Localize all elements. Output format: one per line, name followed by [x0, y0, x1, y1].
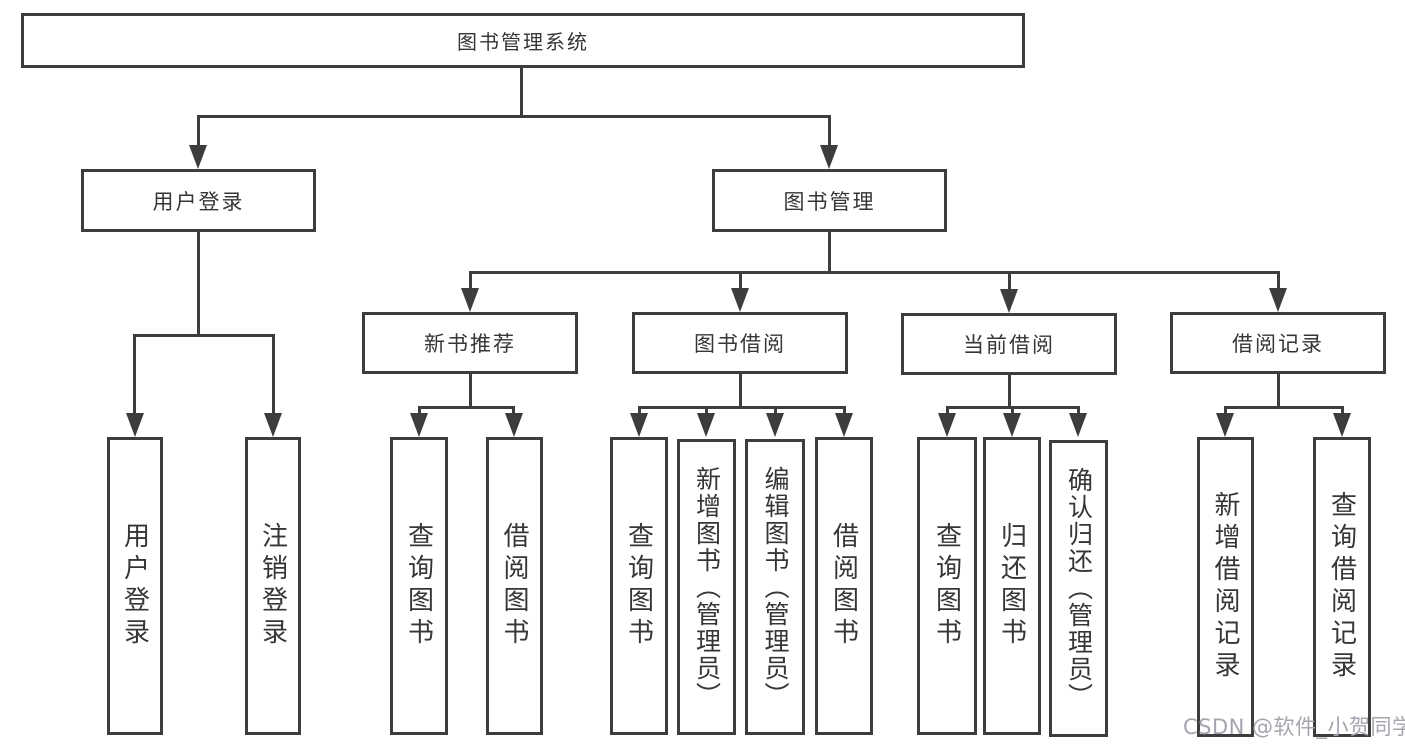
- arrowhead-branch-icon: [1000, 289, 1018, 313]
- connector-borrow-stem: [739, 374, 742, 409]
- connector-book-mgmt-stem: [828, 232, 831, 274]
- node-borrow-records-label: 借阅记录: [1232, 332, 1324, 356]
- leaf-logout: 注销登录: [245, 437, 301, 735]
- connector-branch-drop: [1277, 271, 1280, 293]
- leaf-edit-book-admin-label: 编辑图书（管理员）: [761, 465, 790, 709]
- connector-leaf-drop: [946, 406, 949, 418]
- node-book-management-label: 图书管理: [783, 189, 876, 214]
- arrowhead-leaf-icon: [1069, 413, 1087, 437]
- connector-leaf-drop: [133, 334, 136, 415]
- arrowhead-user-login-icon: [189, 145, 207, 169]
- connector-leaf-drop: [774, 406, 777, 418]
- connector-leaf-drop: [1224, 406, 1227, 418]
- arrowhead-leaf-icon: [410, 413, 428, 437]
- node-new-book-recommend-label: 新书推荐: [424, 332, 516, 356]
- connector-leaf-drop: [1077, 406, 1080, 418]
- leaf-query-books-current: 查询图书: [917, 437, 977, 735]
- node-book-management: 图书管理: [712, 169, 947, 232]
- arrowhead-branch-icon: [1269, 288, 1287, 312]
- arrowhead-leaf-icon: [1003, 413, 1021, 437]
- leaf-query-borrow-record-label: 查询借阅记录: [1326, 491, 1357, 683]
- connector-leaf-drop: [705, 406, 708, 418]
- connector-records-stem: [1277, 374, 1280, 409]
- leaf-borrow-books-2-label: 借阅图书: [828, 522, 859, 650]
- leaf-query-books-current-label: 查询图书: [931, 522, 962, 650]
- connector-level2-rail: [197, 115, 831, 118]
- arrowhead-branch-icon: [461, 288, 479, 312]
- leaf-user-login: 用户登录: [107, 437, 163, 735]
- arrowhead-leaf-icon: [835, 413, 853, 437]
- connector-leaf-drop: [418, 406, 421, 418]
- connector-book-mgmt-drop: [828, 115, 831, 147]
- connector-user-login-stem: [197, 232, 200, 337]
- leaf-edit-book-admin: 编辑图书（管理员）: [745, 439, 805, 735]
- node-current-borrow-label: 当前借阅: [963, 333, 1055, 357]
- connector-user-login-drop: [197, 115, 200, 147]
- arrowhead-leaf-icon: [1216, 413, 1234, 437]
- leaf-logout-label: 注销登录: [257, 522, 288, 650]
- node-new-book-recommend: 新书推荐: [362, 312, 578, 374]
- arrowhead-leaf-icon: [766, 413, 784, 437]
- connector-leaf-drop: [1011, 406, 1014, 418]
- node-book-borrow-label: 图书借阅: [694, 332, 786, 356]
- leaf-add-borrow-record-label: 新增借阅记录: [1210, 491, 1240, 683]
- connector-current-stem: [1008, 375, 1011, 409]
- node-current-borrow: 当前借阅: [901, 313, 1117, 375]
- connector-user-login-rail: [133, 334, 275, 337]
- connector-leaf-drop: [1341, 406, 1344, 418]
- connector-records-rail: [1224, 406, 1343, 409]
- leaf-query-books-recommend-label: 查询图书: [403, 522, 434, 650]
- arrowhead-leaf-icon: [697, 413, 715, 437]
- leaf-add-book-admin-label: 新增图书（管理员）: [692, 465, 722, 709]
- leaf-borrow-books-recommend: 借阅图书: [486, 437, 543, 735]
- leaf-add-borrow-record: 新增借阅记录: [1197, 437, 1254, 737]
- connector-root-stem: [520, 68, 523, 118]
- node-root-label: 图书管理系统: [457, 30, 589, 54]
- connector-recommend-stem: [469, 374, 472, 409]
- connector-leaf-drop: [843, 406, 846, 418]
- arrowhead-leaf-icon: [264, 413, 282, 437]
- node-book-borrow: 图书借阅: [632, 312, 848, 374]
- node-root: 图书管理系统: [21, 13, 1025, 68]
- node-user-login: 用户登录: [81, 169, 316, 232]
- csdn-watermark: CSDN @软件_小贺同学: [1183, 715, 1405, 739]
- leaf-confirm-return-admin-label: 确认归还（管理员）: [1064, 467, 1094, 710]
- node-borrow-records: 借阅记录: [1170, 312, 1386, 374]
- leaf-query-books-borrow-label: 查询图书: [623, 522, 654, 650]
- leaf-query-borrow-record: 查询借阅记录: [1313, 437, 1371, 737]
- leaf-query-books-borrow: 查询图书: [610, 437, 668, 735]
- leaf-borrow-books-2: 借阅图书: [815, 437, 873, 735]
- leaf-add-book-admin: 新增图书（管理员）: [677, 439, 736, 735]
- connector-borrow-rail: [638, 406, 845, 409]
- connector-level3-rail: [469, 271, 1280, 274]
- connector-leaf-drop: [272, 334, 275, 415]
- leaf-return-book-label: 归还图书: [996, 522, 1027, 650]
- connector-branch-drop: [739, 271, 742, 293]
- node-user-login-label: 用户登录: [152, 189, 245, 214]
- leaf-return-book: 归还图书: [983, 437, 1041, 735]
- arrowhead-leaf-icon: [505, 413, 523, 437]
- connector-recommend-rail: [418, 406, 515, 409]
- arrowhead-leaf-icon: [126, 413, 144, 437]
- arrowhead-leaf-icon: [938, 413, 956, 437]
- arrowhead-leaf-icon: [630, 413, 648, 437]
- arrowhead-leaf-icon: [1333, 413, 1351, 437]
- connector-leaf-drop: [638, 406, 641, 418]
- connector-leaf-drop: [512, 406, 515, 418]
- arrowhead-book-mgmt-icon: [820, 145, 838, 169]
- leaf-user-login-label: 用户登录: [119, 522, 150, 650]
- leaf-query-books-recommend: 查询图书: [390, 437, 448, 735]
- leaf-confirm-return-admin: 确认归还（管理员）: [1049, 440, 1108, 737]
- connector-branch-drop: [469, 271, 472, 293]
- connector-branch-drop: [1008, 271, 1011, 293]
- leaf-borrow-books-recommend-label: 借阅图书: [499, 522, 529, 650]
- arrowhead-branch-icon: [731, 288, 749, 312]
